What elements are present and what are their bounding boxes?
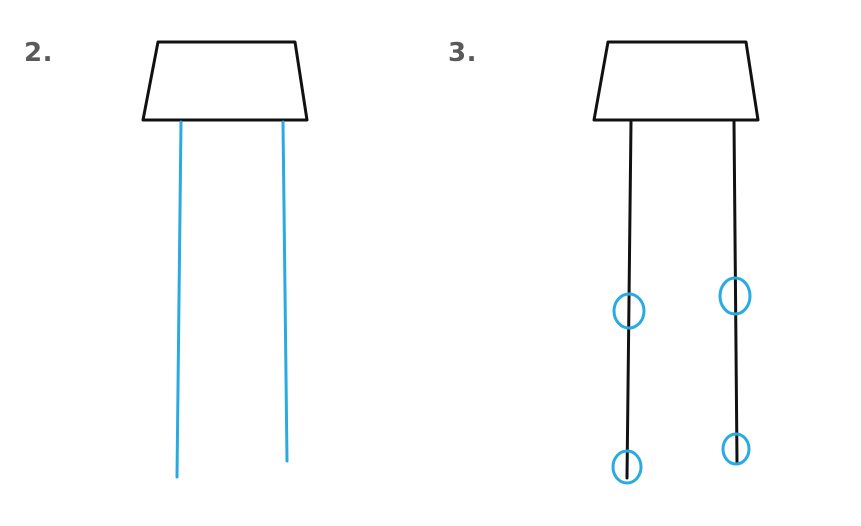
- step-2-seat-trapezoid: [141, 40, 309, 122]
- step-2-guide-leg-right: [281, 120, 289, 463]
- step-2-label: 2.: [24, 38, 53, 68]
- step-2-figure: [141, 40, 309, 479]
- step-3-joint-marker-right-upper: [718, 276, 752, 316]
- step-3-leg-left: [625, 120, 633, 480]
- step-3-joint-marker-left-upper: [612, 292, 646, 330]
- step-3-figure: [592, 40, 760, 485]
- step-3-joint-marker-right-lower: [721, 432, 751, 466]
- step-3-seat-trapezoid: [592, 40, 760, 122]
- step-3-label: 3.: [448, 38, 477, 68]
- step-2-guide-leg-left: [175, 120, 183, 479]
- step-3-leg-right: [732, 120, 739, 464]
- step-3-joint-marker-left-lower: [611, 449, 643, 485]
